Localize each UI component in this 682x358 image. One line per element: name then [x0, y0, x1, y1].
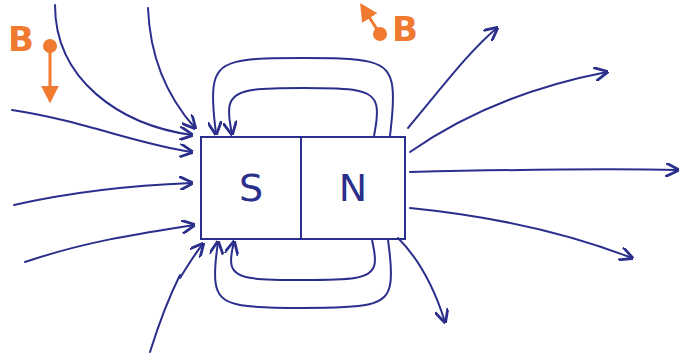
field-line-loop [215, 240, 391, 308]
field-vector-label: B [392, 12, 418, 46]
field-line-loop [229, 88, 377, 136]
pole-letter: S [239, 169, 263, 207]
magnet-south-pole: S [200, 136, 302, 240]
field-line-loop [213, 58, 393, 136]
field-vector-label: B [8, 22, 34, 56]
field-line-loop [231, 240, 375, 280]
field-point-markers [43, 6, 387, 100]
magnet-north-pole: N [300, 136, 406, 240]
pole-letter: N [339, 169, 367, 207]
